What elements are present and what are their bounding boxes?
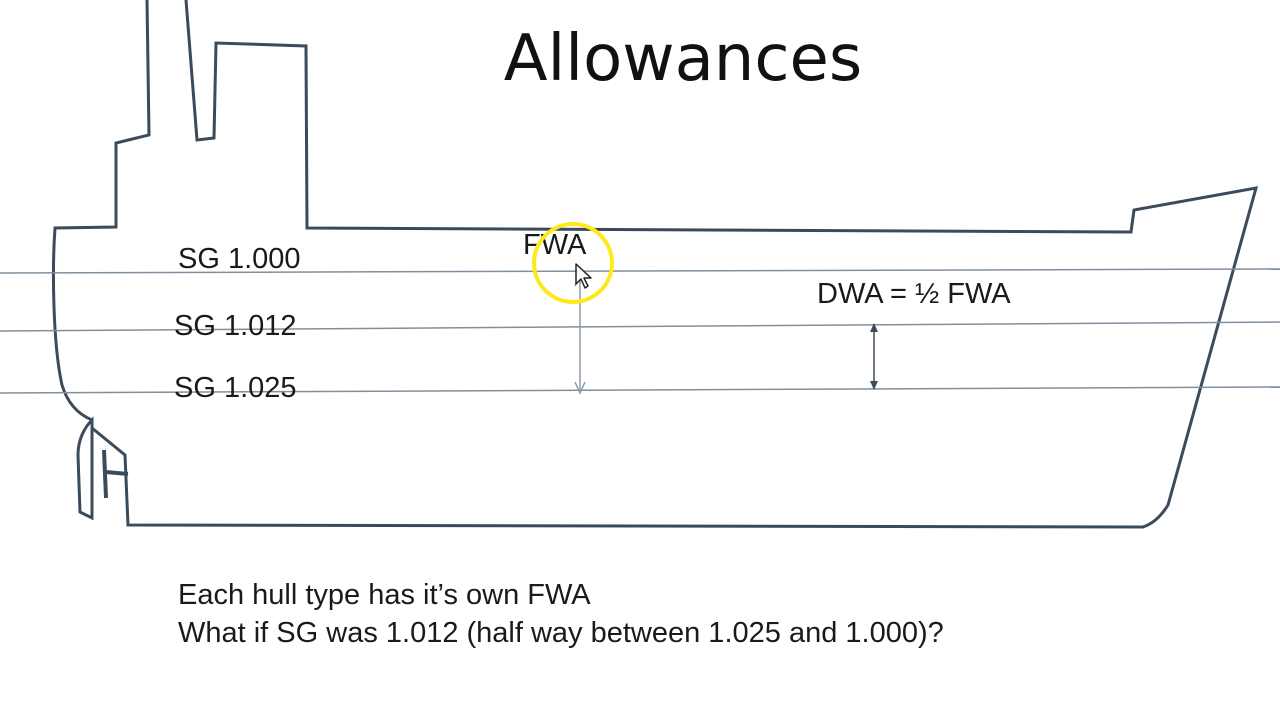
ship-hull-outline [51,0,1259,529]
waterline-sg-1000 [0,268,1280,274]
note-line-1: Each hull type has it’s own FWA [178,579,591,611]
cursor-highlight-ring [532,222,614,304]
label-dwa: DWA = ½ FWA [817,278,1011,310]
waterline-sg-1012 [0,321,1280,332]
slide-title: Allowances [503,22,863,96]
fwa-arrow-head-bottom [574,381,586,395]
label-sg-1025: SG 1.025 [174,372,297,404]
rudder-shape [76,416,94,521]
note-line-2: What if SG was 1.012 (half way between 1… [178,617,944,649]
mouse-pointer-icon [575,263,592,289]
dwa-arrow-head-top [870,323,878,332]
dwa-arrow-head-bottom [870,381,878,390]
waterline-sg-1025 [0,386,1280,394]
propeller-blade [102,449,129,499]
label-sg-1012: SG 1.012 [174,310,297,342]
label-sg-1000: SG 1.000 [178,243,301,275]
notes-block: Each hull type has it’s own FWA What if … [178,576,944,652]
